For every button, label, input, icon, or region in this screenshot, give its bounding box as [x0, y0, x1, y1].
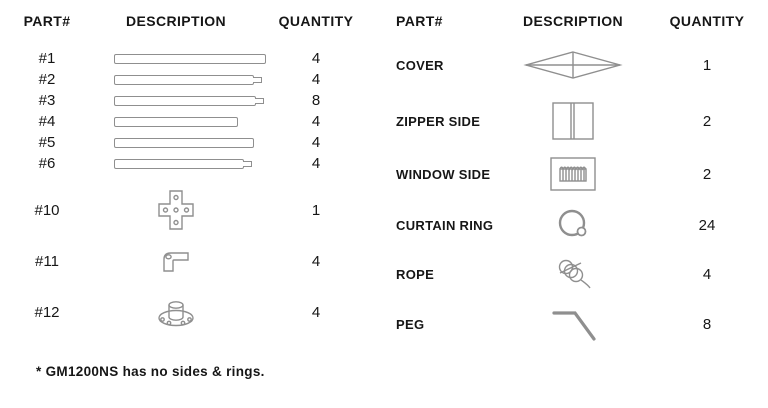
table-row: COVER 1	[390, 36, 762, 94]
quantity-value: 1	[702, 56, 712, 74]
peg-stake-icon	[552, 311, 596, 341]
quantity-value: 1	[311, 201, 321, 219]
part-name: COVER	[396, 57, 444, 73]
pole-tip	[253, 76, 262, 83]
column-header-quantity: QUANTITY	[669, 13, 745, 29]
table-row: #11 4	[18, 236, 356, 286]
part-number: #4	[38, 113, 56, 130]
part-number: #6	[38, 155, 56, 172]
pole-tip	[243, 160, 252, 167]
pole-with-tip-icon	[114, 158, 252, 169]
column-header-description: DESCRIPTION	[522, 13, 624, 29]
zipper-panel-icon	[552, 102, 594, 140]
table-row: #2 4	[18, 69, 356, 90]
four-way-connector-icon	[158, 190, 194, 230]
part-number: #5	[38, 134, 56, 151]
part-number: #3	[38, 92, 56, 109]
table-row: #10 1	[18, 184, 356, 236]
table-row: #12 4	[18, 286, 356, 338]
table-row: #3 8	[18, 90, 356, 111]
part-name: ZIPPER SIDE	[396, 113, 481, 129]
pole-icon	[114, 116, 238, 127]
quantity-value: 4	[311, 134, 321, 151]
quantity-value: 4	[311, 303, 321, 321]
column-header-part: PART#	[396, 13, 443, 29]
quantity-value: 4	[311, 71, 321, 88]
table-row: PEG 8	[390, 298, 762, 350]
pole-tip	[255, 97, 264, 104]
table-row: #1 4	[18, 48, 356, 69]
table-row: CURTAIN RING 24	[390, 200, 762, 250]
table-row: #5 4	[18, 132, 356, 153]
rope-coil-icon	[558, 259, 591, 289]
quantity-value: 2	[702, 165, 712, 183]
quantity-value: 4	[311, 155, 321, 172]
table-row: ZIPPER SIDE 2	[390, 94, 762, 148]
column-header-description: DESCRIPTION	[125, 13, 227, 29]
part-name: CURTAIN RING	[396, 217, 494, 233]
canopy-cover-icon	[523, 51, 623, 79]
table-row: #6 4	[18, 153, 356, 174]
quantity-value: 4	[702, 265, 712, 283]
part-number: #10	[34, 201, 60, 219]
quantity-value: 4	[311, 50, 321, 67]
quantity-value: 2	[702, 112, 712, 130]
pole-with-tip-icon	[114, 95, 264, 106]
quantity-value: 8	[311, 92, 321, 109]
part-name: WINDOW SIDE	[396, 166, 491, 182]
footnote: * GM1200NS has no sides & rings.	[36, 364, 265, 379]
curtain-ring-icon	[558, 209, 587, 237]
quantity-value: 24	[698, 216, 716, 234]
quantity-value: 4	[311, 252, 321, 270]
column-header-quantity: QUANTITY	[278, 13, 354, 29]
pole-icon	[114, 137, 254, 148]
table-header-row: PART# DESCRIPTION QUANTITY	[18, 6, 356, 36]
table-row: WINDOW SIDE 2	[390, 148, 762, 200]
quantity-value: 8	[702, 315, 712, 333]
pole-with-tip-icon	[114, 74, 262, 85]
part-number: #1	[38, 50, 56, 67]
column-header-part: PART#	[23, 13, 71, 29]
table-header-row: PART# DESCRIPTION QUANTITY	[390, 6, 762, 36]
quantity-value: 4	[311, 113, 321, 130]
pole-icon	[114, 53, 266, 64]
parts-table-left: PART# DESCRIPTION QUANTITY #1 4 #2 4 #3 …	[18, 6, 356, 338]
part-name: ROPE	[396, 266, 435, 282]
part-name: PEG	[396, 316, 425, 332]
part-number: #2	[38, 71, 56, 88]
part-number: #11	[35, 252, 59, 270]
corner-connector-icon	[163, 252, 189, 272]
table-row: ROPE 4	[390, 250, 762, 298]
table-row: #4 4	[18, 111, 356, 132]
part-number: #12	[34, 303, 60, 321]
parts-table-right: PART# DESCRIPTION QUANTITY COVER 1 ZIPPE…	[390, 6, 762, 350]
base-foot-icon	[158, 301, 194, 327]
window-panel-icon	[550, 157, 596, 191]
